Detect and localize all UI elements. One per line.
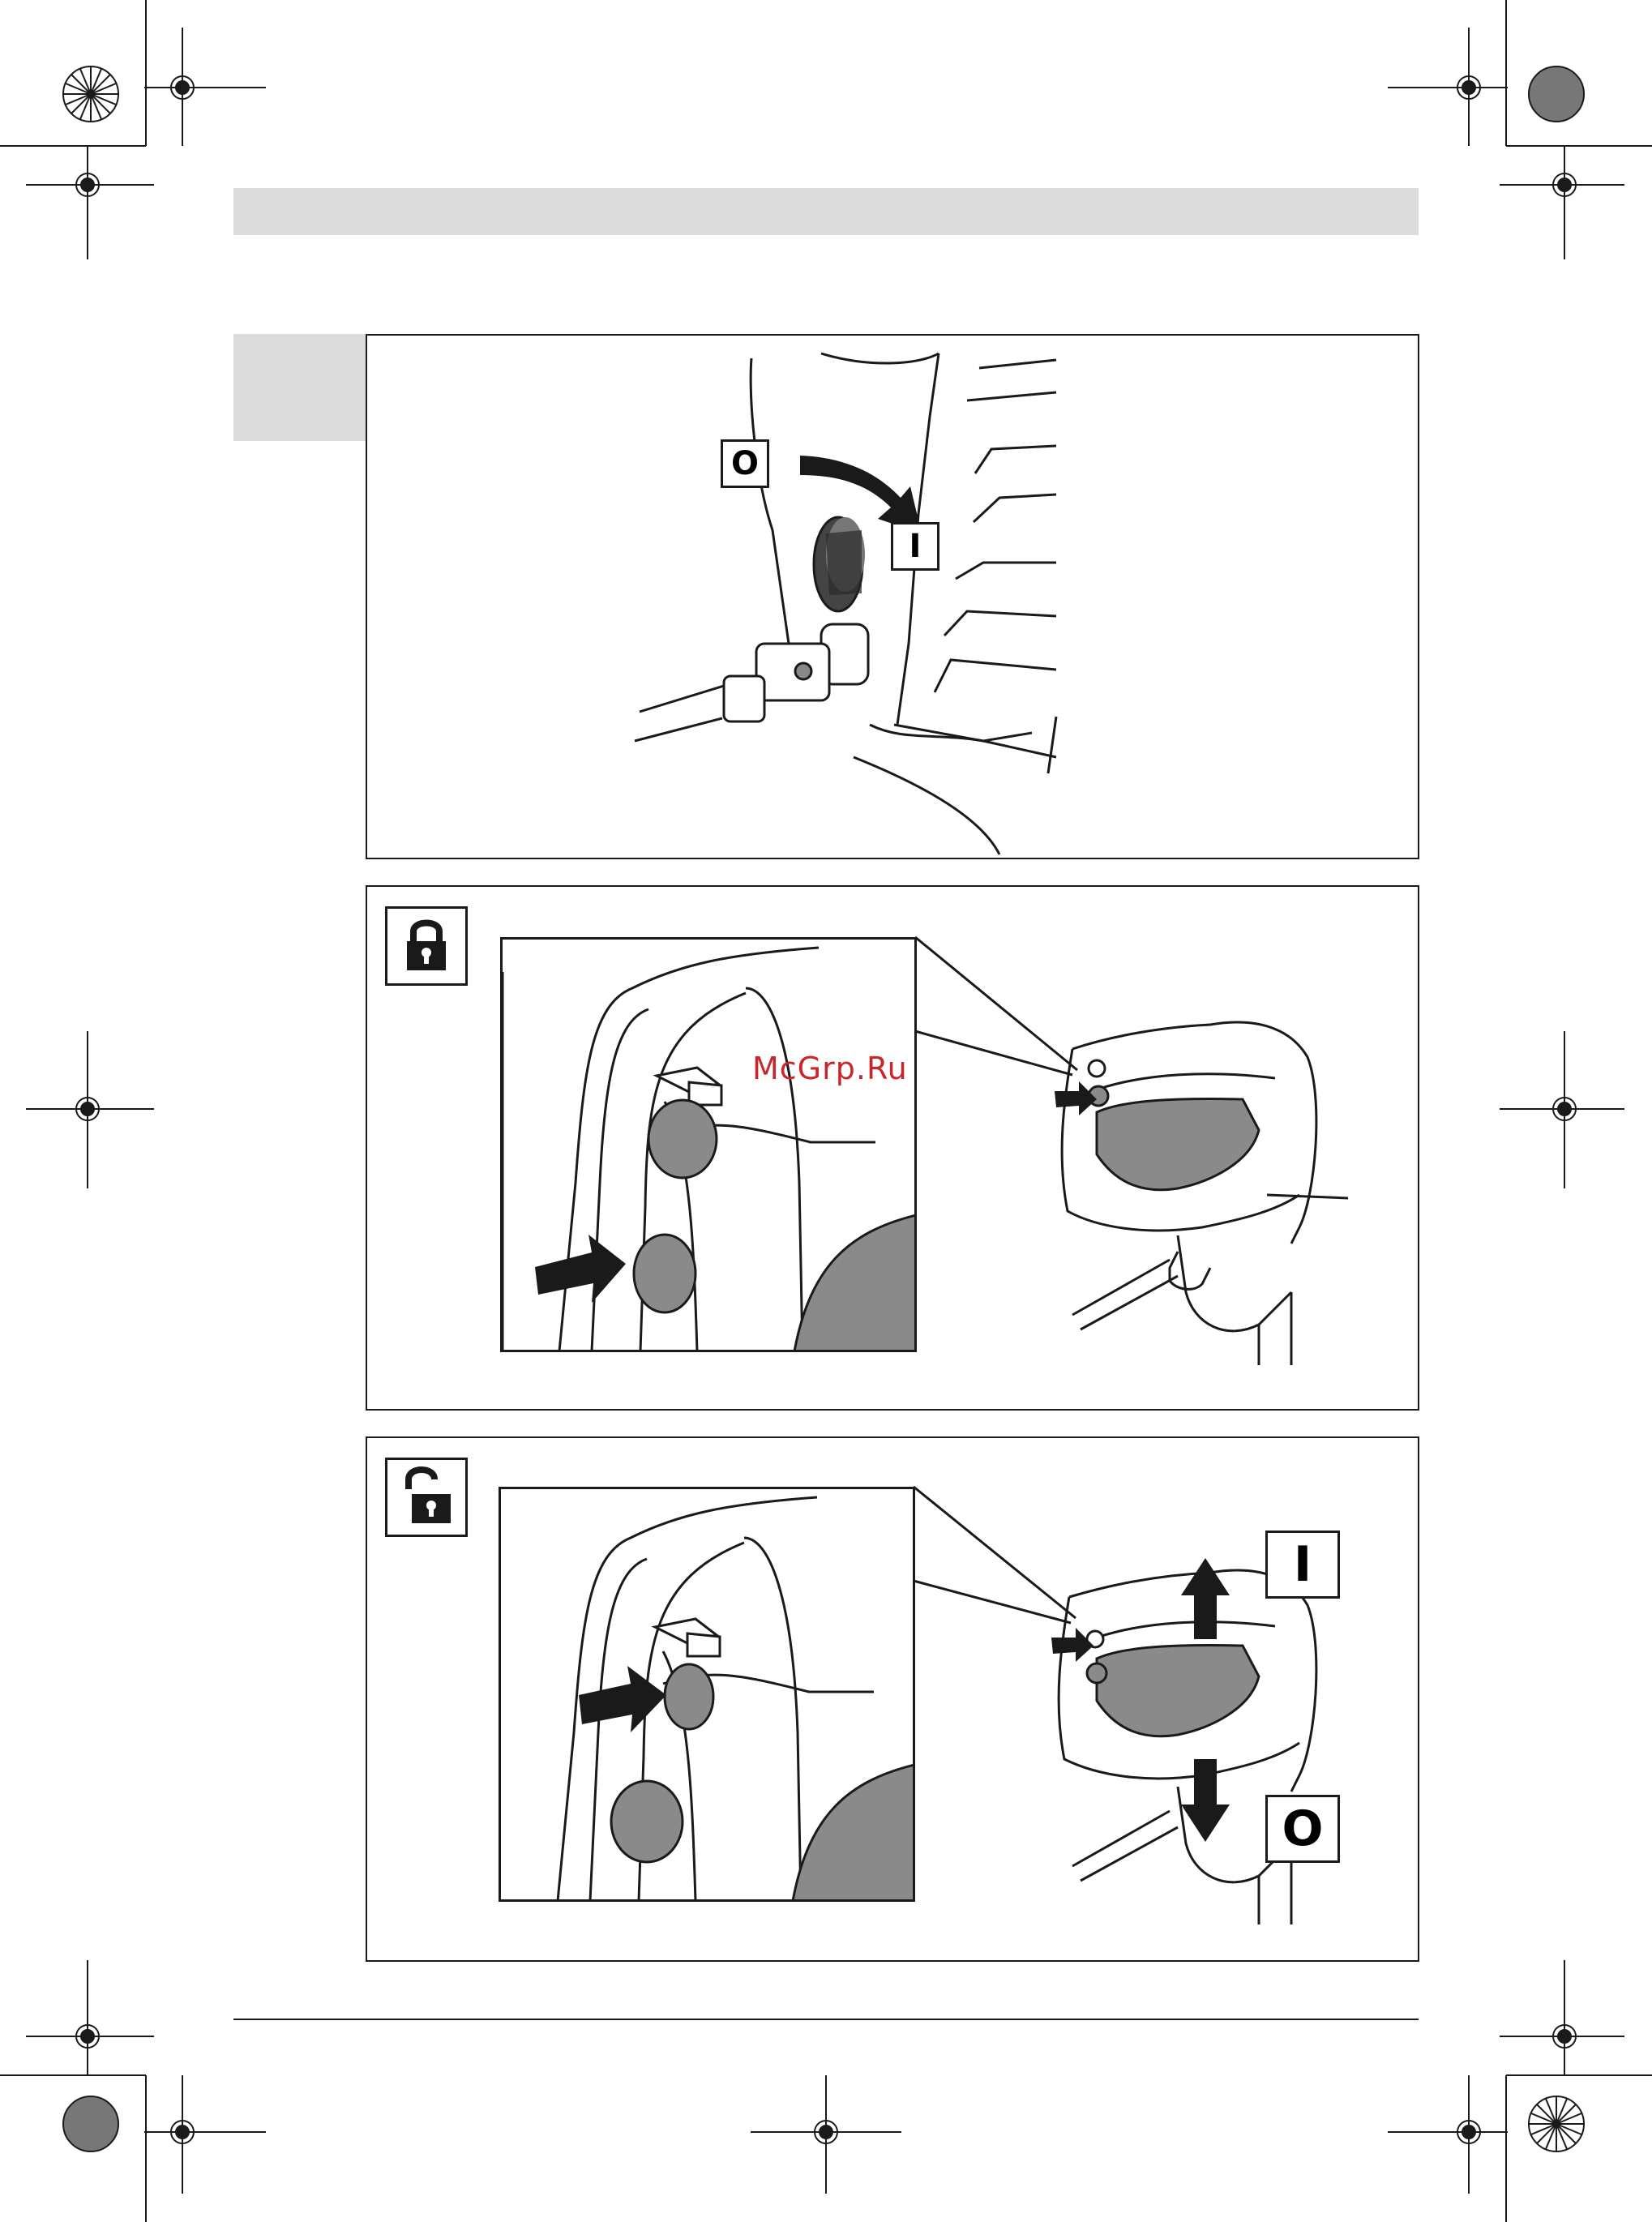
- figure-trigger-unlock: I O: [366, 1436, 1419, 1962]
- on-symbol-label-2: I: [1294, 1540, 1312, 1589]
- trigger-gun-illustration-unlock: [367, 1438, 1418, 1960]
- rotary-switch-illustration: [367, 336, 1418, 858]
- figure-trigger-lock: [366, 885, 1419, 1411]
- on-symbol-label: I: [909, 530, 922, 563]
- footer-rule: [233, 2019, 1419, 2020]
- on-symbol-box: I: [891, 522, 939, 571]
- on-symbol-box-2: I: [1265, 1531, 1340, 1599]
- section-tab: [233, 334, 366, 441]
- off-symbol-box: O: [721, 439, 769, 488]
- off-symbol-box-2: O: [1265, 1795, 1340, 1863]
- trigger-gun-illustration: [367, 887, 1418, 1409]
- off-symbol-label-2: O: [1282, 1805, 1323, 1853]
- off-symbol-label: O: [731, 447, 759, 480]
- header-band: [233, 188, 1419, 235]
- figure-switch-on: O I: [366, 334, 1419, 859]
- watermark: McGrp.Ru: [752, 1051, 908, 1086]
